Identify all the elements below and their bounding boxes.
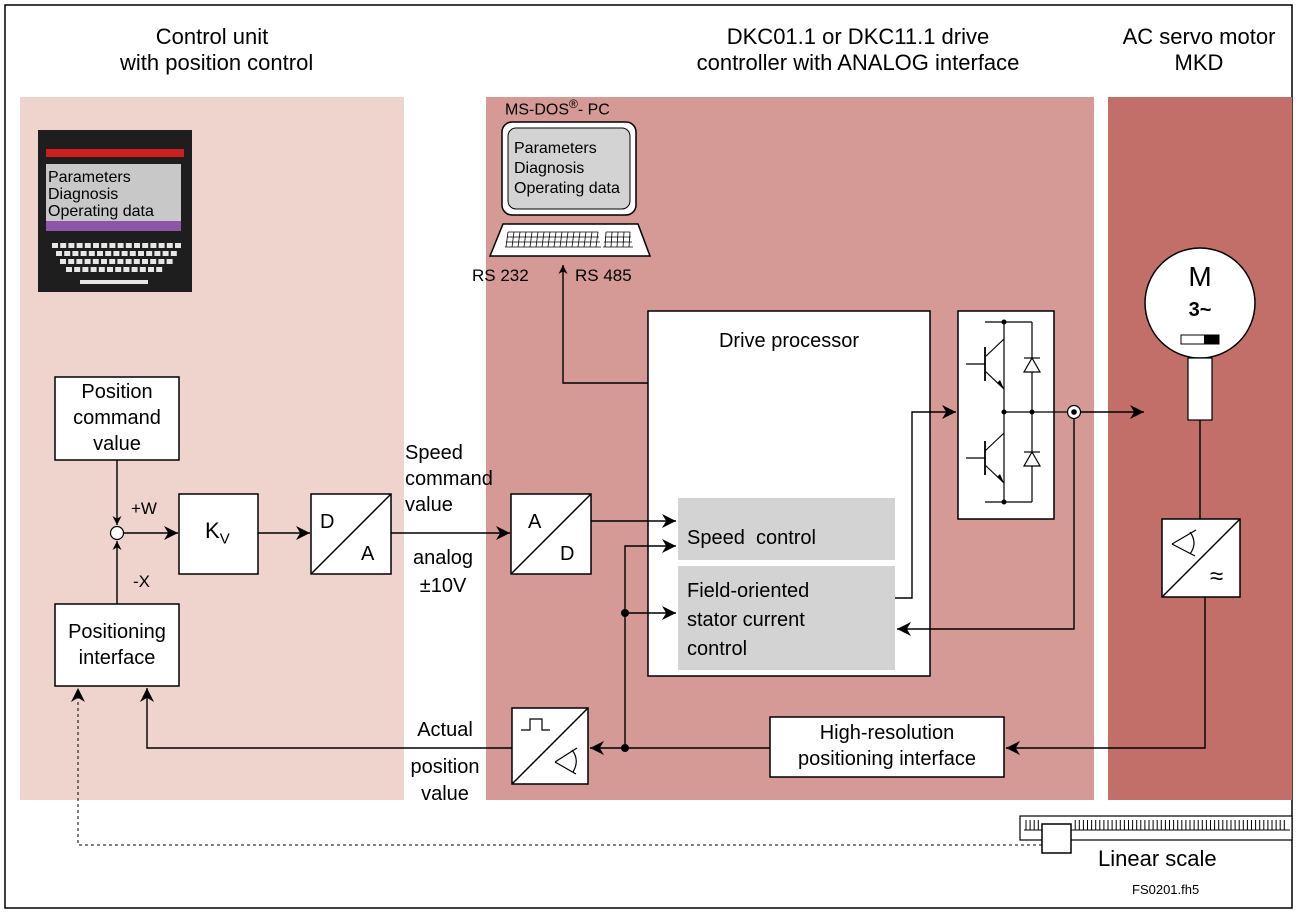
high-resolution-interface-box (769, 716, 1005, 778)
square-wave-icon (521, 718, 550, 731)
linear-scale-label: Linear scale (1098, 846, 1217, 871)
da-bottom-label: A (361, 543, 375, 565)
power-stage (957, 310, 1070, 520)
pc-keyboard (488, 223, 652, 257)
power-stage-box (957, 310, 1055, 520)
motor-encoder-angle-icon (1171, 529, 1197, 557)
pc-title: MS-DOS®- PC (505, 97, 610, 119)
signal-lines (112, 265, 1206, 755)
da-top-label: D (320, 511, 335, 533)
motor-encoder-coupling (1187, 357, 1213, 421)
summing-junction (109, 525, 125, 541)
rs232-label: RS 232 (472, 266, 529, 285)
current-control-block (678, 566, 895, 670)
linear-scale (1019, 815, 1293, 854)
terminal-purple-bar (46, 221, 181, 231)
pc-keyboard-keys (505, 231, 633, 248)
plus-w-label: +W (131, 499, 157, 518)
actual-position-value-label: value (421, 783, 469, 805)
terminal-screen (46, 164, 181, 221)
file-id-label: FS0201.fh5 (1132, 882, 1200, 897)
rs485-label: RS 485 (575, 266, 632, 285)
motor-phase-label: 3~ (1188, 299, 1212, 321)
ad-top-label: A (528, 511, 542, 533)
kv-gain-box (178, 493, 259, 575)
pc-screen (507, 127, 631, 210)
speed-control-label: Speed control (687, 527, 816, 549)
ad-bottom-label: D (560, 543, 575, 565)
speed-control-block (678, 498, 895, 560)
kv-label: KV (205, 518, 230, 548)
motor-m-label: M (1188, 261, 1212, 292)
angle-encoder-icon (554, 747, 578, 775)
linear-scale-readhead (1041, 823, 1072, 854)
approx-symbol: ≈ (1210, 563, 1224, 590)
analog-range-label: analog±10V (412, 547, 474, 597)
pc-laptop (488, 121, 652, 257)
drive-processor-title: Drive processor (718, 330, 860, 352)
terminal-device (38, 130, 192, 292)
linear-scale-dashed-link (71, 688, 1042, 846)
position-command-box (54, 376, 180, 461)
minus-x-label: -X (133, 572, 150, 591)
terminal-red-bar (46, 149, 184, 157)
terminal-keyboard (52, 243, 181, 284)
